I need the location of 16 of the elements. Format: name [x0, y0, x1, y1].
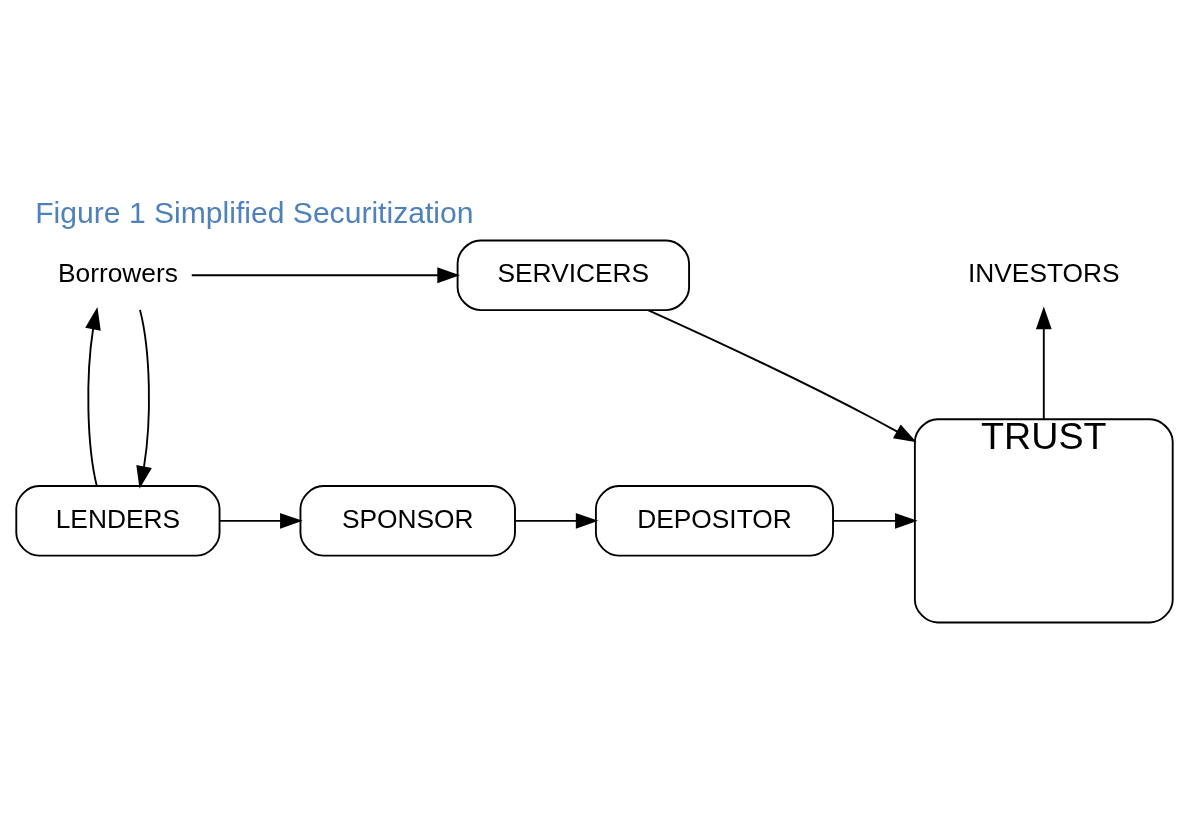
arrow: [218, 512, 303, 529]
node-box: LENDERS: [15, 484, 221, 557]
node-text: Borrowers: [57, 257, 178, 288]
arrow: [190, 266, 460, 283]
arrow: [85, 306, 101, 487]
node-box: DEPOSITOR: [594, 484, 834, 557]
arrow: [514, 512, 599, 529]
arrow: [1035, 306, 1052, 420]
arrow: [832, 512, 918, 529]
arrow: [136, 308, 152, 489]
arrow: [647, 308, 917, 442]
node-text: INVESTORS: [967, 257, 1120, 288]
node-box: SERVICERS: [456, 239, 690, 311]
diagram-title: Figure 1 Simplified Securitization: [35, 195, 474, 229]
node-box: SPONSOR: [299, 484, 516, 557]
node-box: TRUST: [913, 417, 1174, 623]
